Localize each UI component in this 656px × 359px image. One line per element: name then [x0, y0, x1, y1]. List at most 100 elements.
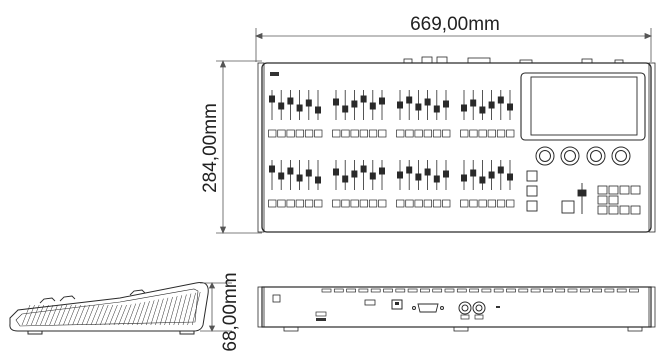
vent-slot — [567, 288, 578, 293]
vent-slot — [481, 288, 492, 293]
fader-button — [432, 199, 442, 208]
side-keys — [526, 170, 587, 214]
fader-button — [442, 199, 451, 208]
fader-cap — [479, 176, 486, 184]
fader-cap — [424, 98, 431, 106]
fader-button — [268, 129, 277, 138]
fader-cap — [315, 106, 321, 114]
fader-cap — [479, 106, 486, 114]
fader-cap — [333, 98, 339, 106]
fader-button — [423, 129, 432, 138]
fader-cap — [415, 173, 422, 181]
vent-slot — [592, 288, 602, 293]
fader-cap — [470, 99, 477, 107]
vent-slot — [420, 288, 430, 293]
vent-slot — [333, 288, 344, 293]
fader-button — [359, 129, 368, 138]
vent-slot — [629, 288, 639, 293]
fader-button — [496, 199, 506, 208]
fader-cap — [397, 101, 403, 109]
fader-cap — [360, 95, 367, 103]
fader-button — [414, 199, 423, 208]
fader-button — [396, 199, 405, 208]
fader-cap — [470, 169, 477, 177]
fader-button — [487, 199, 496, 208]
fader-cap — [342, 105, 349, 113]
vent-slot — [493, 288, 504, 293]
width-dimension — [254, 28, 653, 62]
fader-cap — [369, 102, 376, 110]
fader-button — [332, 199, 341, 208]
vent-slot — [579, 288, 590, 293]
fader-button — [332, 129, 341, 138]
vent-slot — [604, 288, 615, 293]
fader-button — [350, 199, 359, 208]
fader-cap — [278, 172, 285, 180]
fader-button — [295, 129, 304, 138]
height-dimension — [200, 282, 232, 332]
vent-slot — [370, 288, 381, 293]
vent-slot — [395, 288, 406, 293]
fader-button — [304, 199, 314, 208]
vent-slot — [555, 288, 566, 293]
fader-cap — [406, 166, 413, 174]
fader-button — [314, 129, 323, 138]
fader-button — [341, 199, 350, 208]
fader-button — [304, 129, 314, 138]
vent-slot — [530, 288, 541, 293]
fader-button — [506, 129, 515, 138]
vent-slot — [383, 288, 393, 293]
console-rear-view — [257, 286, 656, 332]
fader-button — [314, 199, 323, 208]
fader-button — [478, 129, 487, 138]
fader-cap — [461, 104, 467, 112]
fader-button — [277, 129, 286, 138]
fader-button — [432, 129, 442, 138]
fader-cap — [443, 100, 449, 108]
fader-cap — [269, 95, 275, 103]
fader-cap — [424, 168, 431, 176]
fader-button — [268, 199, 277, 208]
fader-cap — [415, 103, 422, 111]
fader-cap — [406, 96, 413, 104]
fader-cap — [488, 171, 495, 179]
vent-slot — [456, 288, 467, 293]
fader-cap — [351, 170, 358, 178]
fader-cap — [379, 167, 385, 175]
fader-cap — [488, 101, 495, 109]
fader-cap — [296, 104, 303, 112]
fader-cap — [497, 166, 504, 174]
fader-cap — [296, 174, 303, 182]
display-screen — [520, 72, 646, 141]
fader-cap — [497, 96, 504, 104]
depth-label: 284,00mm — [200, 103, 221, 193]
fader-button — [487, 129, 496, 138]
fader-button — [405, 129, 414, 138]
top-edge-connectors — [403, 56, 624, 64]
vent-slot — [407, 288, 418, 293]
console-top-view — [257, 56, 656, 233]
fader-button — [405, 199, 414, 208]
fader-button — [478, 199, 487, 208]
fader-cap — [305, 169, 312, 177]
vent-slot — [432, 288, 443, 293]
console-side-view — [9, 282, 209, 335]
fader-button — [378, 199, 387, 208]
fader-cap — [333, 168, 339, 176]
fader-cap — [315, 176, 321, 184]
fader-button — [368, 129, 378, 138]
fader-cap — [433, 175, 440, 183]
vent-slot — [506, 288, 516, 293]
fader-cap — [507, 103, 513, 111]
fader-button — [277, 199, 286, 208]
fader-button — [460, 199, 469, 208]
vent-slot — [469, 288, 479, 293]
fader-button — [460, 129, 469, 138]
fader-cap — [369, 172, 376, 180]
fader-button — [414, 129, 423, 138]
fader-cap — [507, 173, 513, 181]
fader-cap — [397, 171, 403, 179]
fader-cap — [379, 97, 385, 105]
vent-slot — [616, 288, 627, 293]
